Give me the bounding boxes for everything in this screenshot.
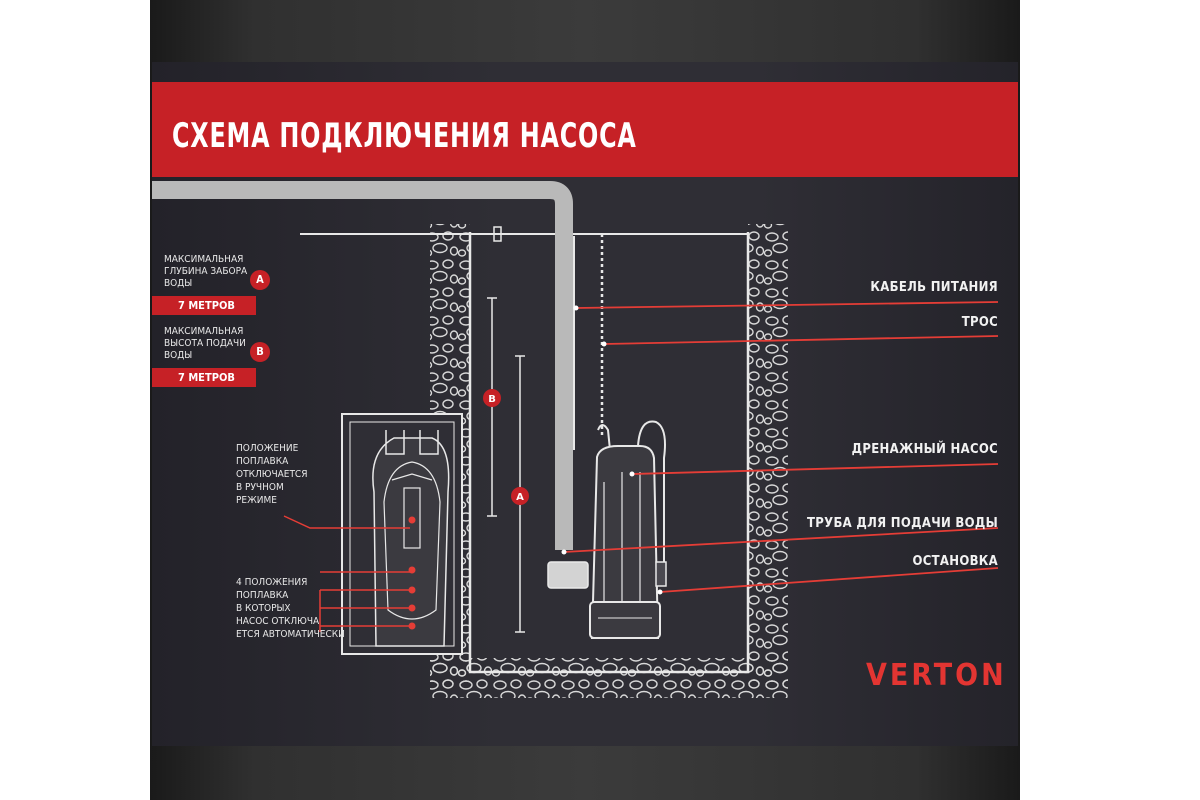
manual-mode-note: ПОЛОЖЕНИЕ ПОПЛАВКА ОТКЛЮЧАЕТСЯ В РУЧНОМ … [236, 443, 308, 506]
spec-depth-value: 7 МЕТРОВ [152, 296, 256, 315]
auto-mode-note: 4 ПОЛОЖЕНИЯ ПОПЛАВКА В КОТОРЫХ НАСОС ОТК… [236, 577, 345, 640]
connection-scheme: B A [152, 181, 999, 698]
pit-bottom [430, 658, 788, 698]
title-banner: СХЕМА ПОДКЛЮЧЕНИЯ НАСОСА [152, 82, 1018, 177]
callout-drainage-pump: ДРЕНАЖНЫЙ НАСОС [851, 442, 998, 457]
spec-depth-caption: МАКСИМАЛЬНАЯ ГЛУБИНА ЗАБОРА ВОДЫ [164, 254, 248, 289]
float-detail-inset [341, 413, 463, 655]
callout-rope: ТРОС [961, 315, 998, 330]
drainage-pump [589, 420, 667, 639]
pipe-connector [547, 561, 589, 589]
callout-power-cable: КАБЕЛЬ ПИТАНИЯ [870, 280, 998, 295]
scheme-title: СХЕМА ПОДКЛЮЧЕНИЯ НАСОСА [172, 116, 637, 156]
callout-delivery-pipe: ТРУБА ДЛЯ ПОДАЧИ ВОДЫ [807, 516, 998, 531]
note-leaders [283, 515, 410, 632]
spec-height-letter: B [250, 342, 270, 362]
dimension-label-b: B [488, 394, 496, 405]
spec-height-caption: МАКСИМАЛЬНАЯ ВЫСОТА ПОДАЧИ ВОДЫ [164, 326, 246, 361]
delivery-pipe [152, 181, 573, 550]
pit-outline [468, 232, 750, 674]
spec-height-value: 7 МЕТРОВ [152, 368, 256, 387]
dimension-marker-a [511, 487, 529, 505]
dimension-marker-b [483, 389, 501, 407]
callout-leaders [563, 301, 999, 593]
pit-wall-right [748, 224, 788, 684]
spec-depth-letter: A [250, 270, 270, 290]
clamp [493, 226, 502, 242]
product-label: СХЕМА ПОДКЛЮЧЕНИЯ НАСОСА [152, 62, 1018, 746]
verton-logo: VERTON [866, 658, 1007, 693]
dimension-label-a: A [516, 492, 524, 503]
callout-stop: ОСТАНОВКА [912, 554, 998, 569]
